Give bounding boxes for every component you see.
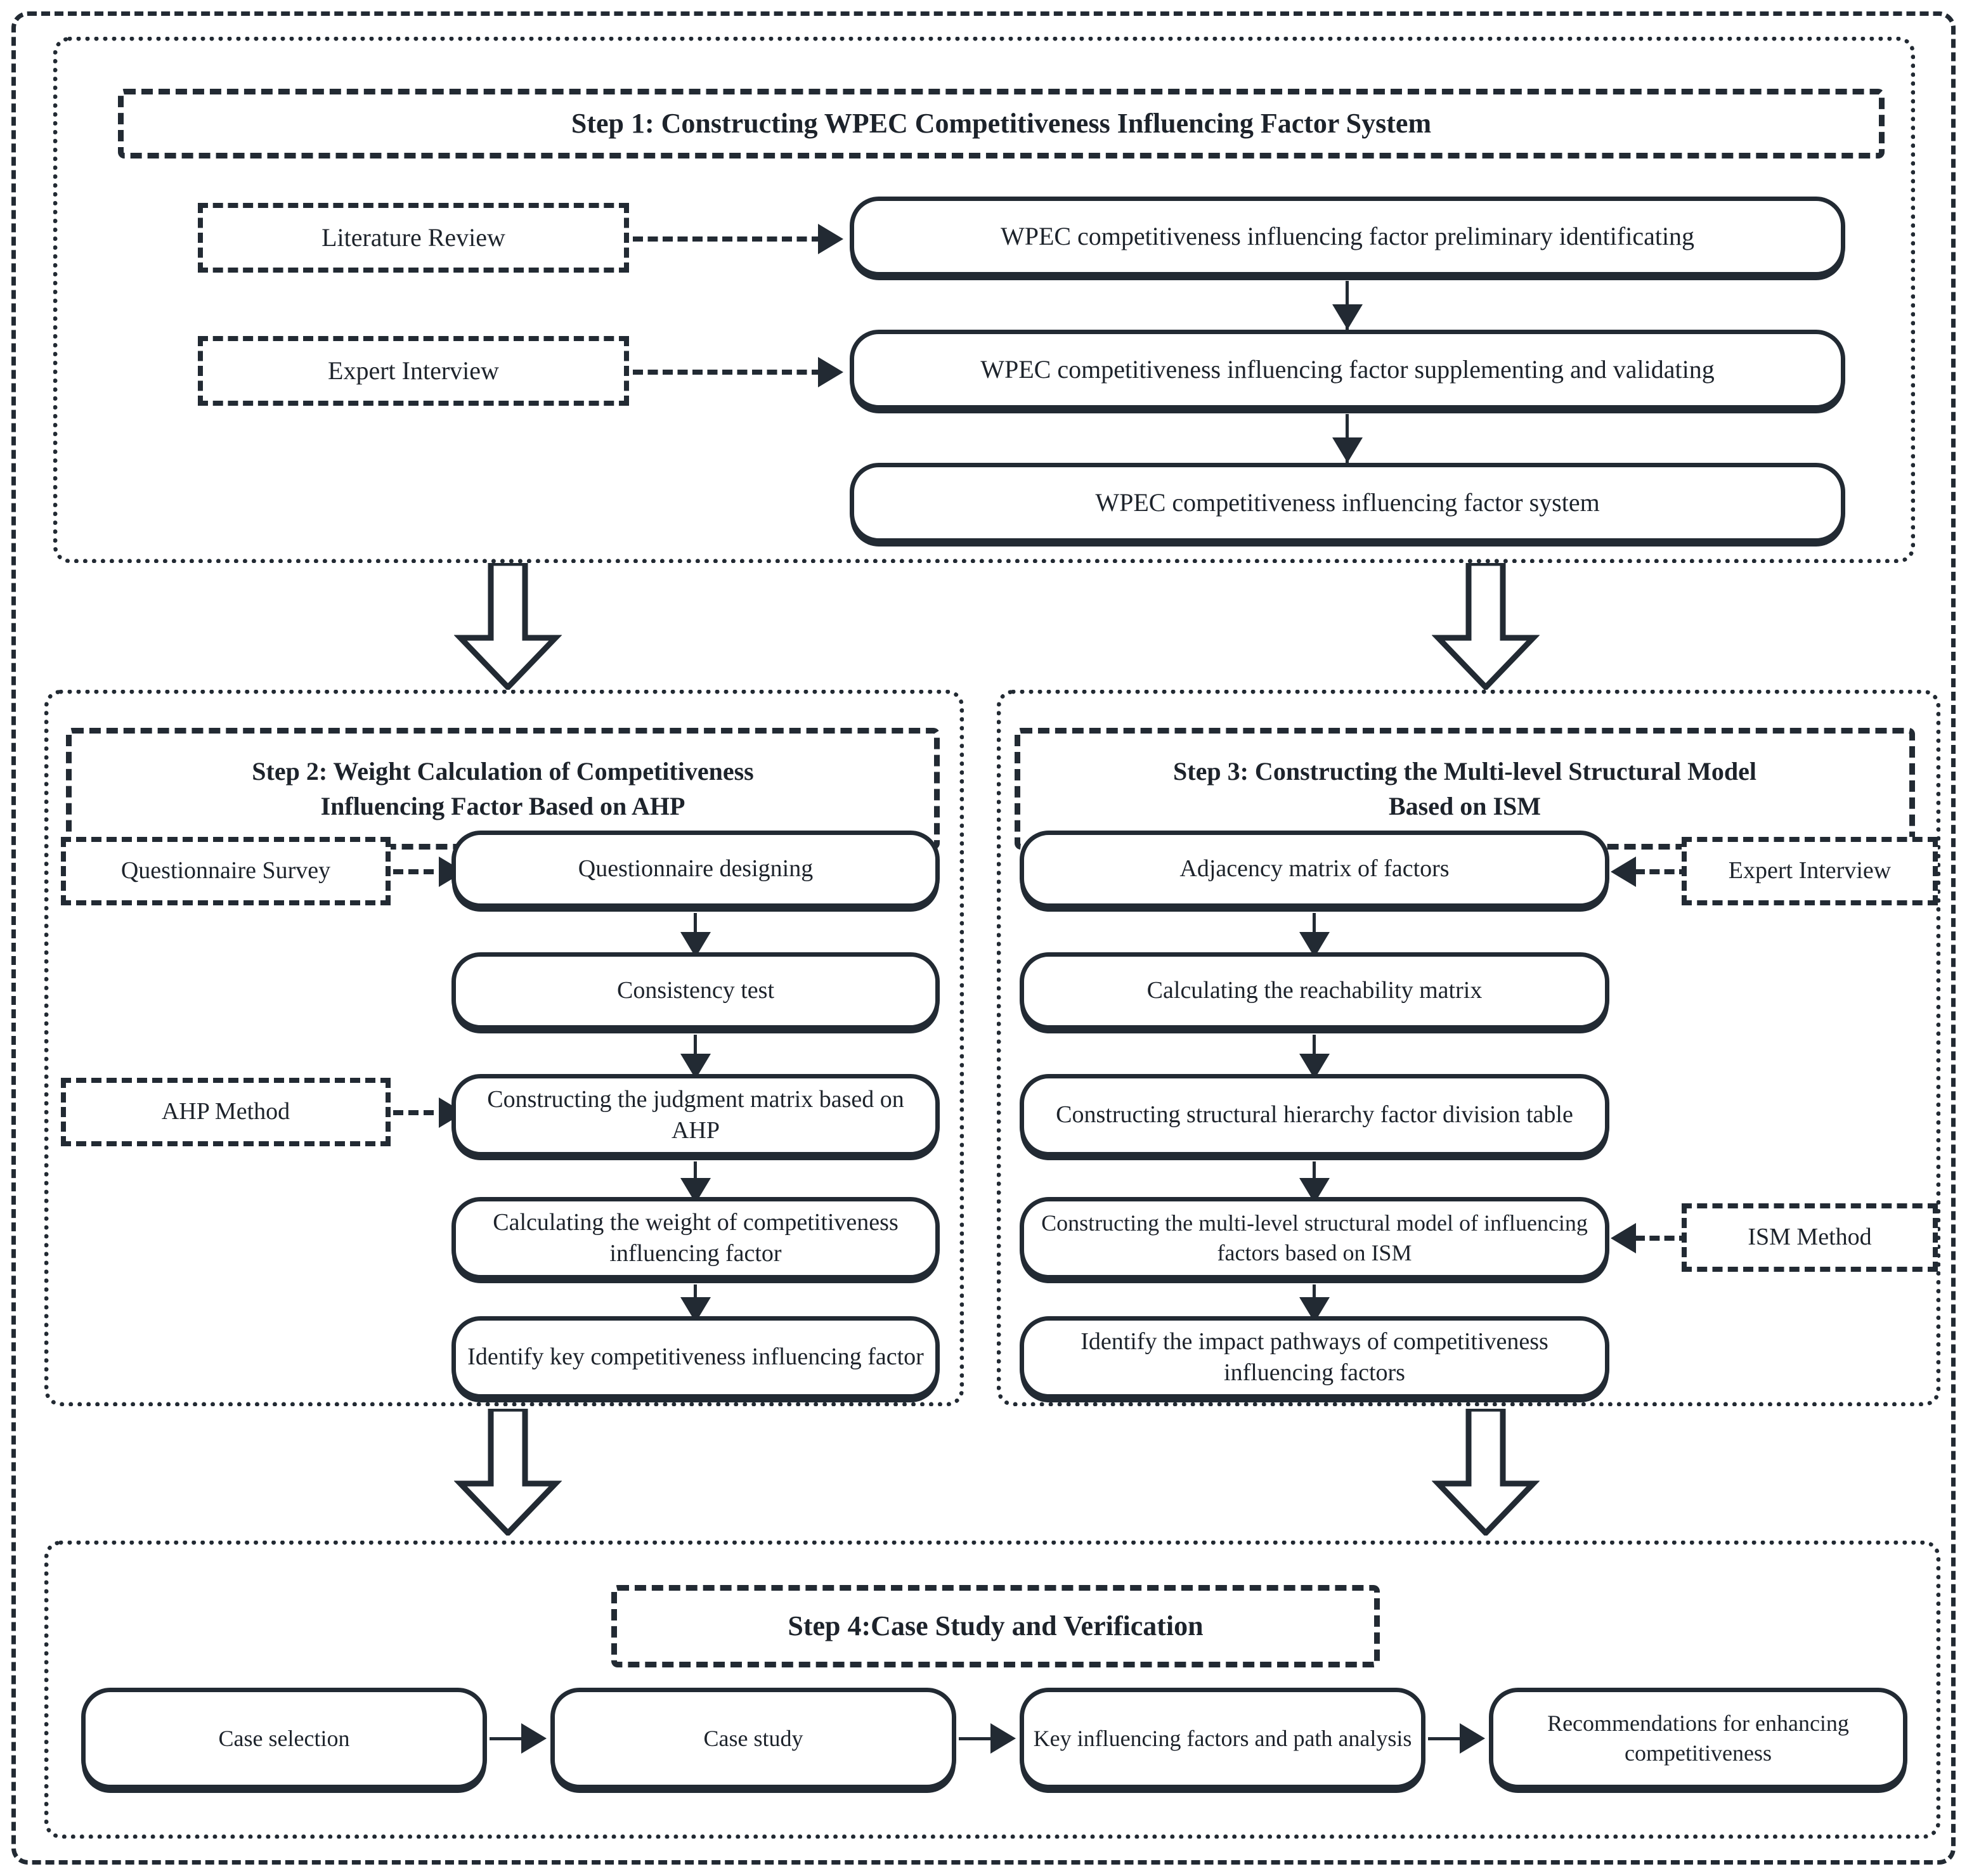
step-3-title: Step 3: Constructing the Multi-level Str… <box>1015 728 1915 850</box>
step-3-node-adjacency-matrix: Adjacency matrix of factors <box>1020 831 1609 908</box>
step-3-title-line-2: Based on ISM <box>1388 792 1542 820</box>
step-3-side-label-expert-interview: Expert Interview <box>1682 837 1938 905</box>
step-3-node-hierarchy-division-table: Constructing structural hierarchy factor… <box>1020 1074 1609 1156</box>
step-1-side-label-expert-interview: Expert Interview <box>198 336 629 406</box>
step-3-arrowhead-1 <box>1611 857 1636 887</box>
block-arrow-step1-to-step3 <box>1432 563 1540 690</box>
step-3-node-multilevel-structural-model: Constructing the multi-level structural … <box>1020 1197 1609 1279</box>
step-2-side-label-questionnaire-survey: Questionnaire Survey <box>61 837 391 905</box>
step-1-arrowhead-3 <box>1332 304 1363 330</box>
step-3-dash-connector-2 <box>1635 1236 1689 1241</box>
block-arrow-step3-to-step4 <box>1432 1409 1540 1536</box>
step-3-node-reachability-matrix: Calculating the reachability matrix <box>1020 952 1609 1030</box>
step-4-arrowhead-1 <box>521 1723 547 1754</box>
outer-frame <box>11 11 1956 1865</box>
block-arrow-step1-to-step2 <box>454 563 562 690</box>
step-2-node-judgment-matrix: Constructing the judgment matrix based o… <box>451 1074 940 1156</box>
step-2-node-questionnaire-designing: Questionnaire designing <box>451 831 940 908</box>
step-3-title-line-1: Step 3: Constructing the Multi-level Str… <box>1173 756 1756 786</box>
step-1-arrowhead-1 <box>818 224 843 254</box>
step-2-node-consistency-test: Consistency test <box>451 952 940 1030</box>
step-2-title-line-2: Influencing Factor Based on AHP <box>320 792 685 820</box>
step-3-side-label-ism-method: ISM Method <box>1682 1203 1938 1272</box>
step-3-node-identify-impact-pathways: Identify the impact pathways of competit… <box>1020 1316 1609 1399</box>
step-3-arrowhead-5 <box>1611 1223 1636 1253</box>
step-2-node-calculating-weight: Calculating the weight of competitivenes… <box>451 1197 940 1279</box>
step-4-hline-3 <box>1428 1737 1465 1740</box>
step-1-node-factor-system: WPEC competitiveness influencing factor … <box>850 463 1845 543</box>
step-1-arrowhead-2 <box>818 357 843 387</box>
step-4-title: Step 4:Case Study and Verification <box>611 1585 1380 1667</box>
step-1-node-preliminary-identificating: WPEC competitiveness influencing factor … <box>850 197 1845 276</box>
step-4-hline-1 <box>490 1737 526 1740</box>
step-2-node-identify-key-factor: Identify key competitiveness influencing… <box>451 1316 940 1399</box>
step-1-side-label-literature-review: Literature Review <box>198 203 629 273</box>
block-arrow-step2-to-step4 <box>454 1409 562 1536</box>
step-1-arrowhead-4 <box>1332 437 1363 463</box>
step-1-title: Step 1: Constructing WPEC Competitivenes… <box>118 89 1885 158</box>
step-3-dash-connector-1 <box>1635 869 1689 874</box>
step-4-node-case-study: Case study <box>550 1688 956 1789</box>
step-1-node-supplementing-validating: WPEC competitiveness influencing factor … <box>850 330 1845 410</box>
step-2-side-label-ahp-method: AHP Method <box>61 1078 391 1146</box>
step-2-title: Step 2: Weight Calculation of Competitiv… <box>66 728 940 850</box>
step-2-dash-connector-2 <box>393 1110 449 1115</box>
step-1-dash-connector-1 <box>633 236 822 242</box>
step-4-arrowhead-3 <box>1460 1723 1485 1754</box>
step-4-node-recommendations: Recommendations for enhancing competitiv… <box>1489 1688 1907 1789</box>
step-4-arrowhead-2 <box>990 1723 1016 1754</box>
step-4-node-case-selection: Case selection <box>81 1688 487 1789</box>
step-2-title-line-1: Step 2: Weight Calculation of Competitiv… <box>252 756 754 786</box>
step-1-dash-connector-2 <box>633 370 822 375</box>
step-2-dash-connector-1 <box>393 869 449 874</box>
step-4-node-key-factors-path-analysis: Key influencing factors and path analysi… <box>1020 1688 1425 1789</box>
step-4-hline-2 <box>959 1737 996 1740</box>
